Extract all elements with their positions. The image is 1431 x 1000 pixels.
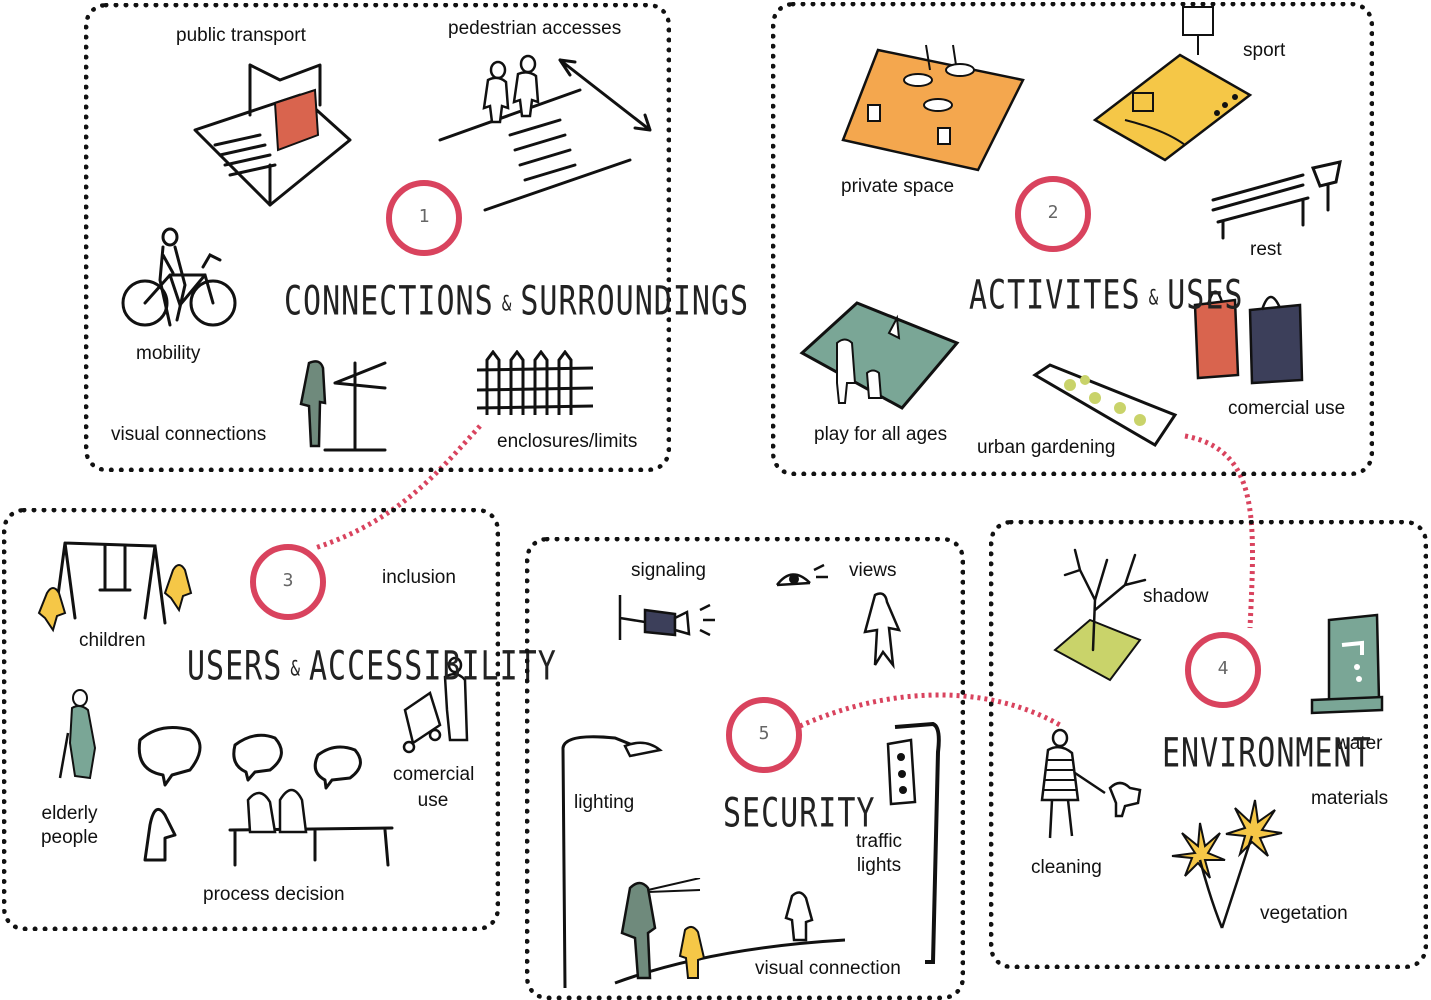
materials-label: materials <box>1311 788 1389 809</box>
connector-5-4 <box>798 692 1062 729</box>
circle-number-3-text: 3 <box>282 570 294 591</box>
private-space-label: private space <box>841 176 955 197</box>
visual-connections-label: visual connections <box>111 424 267 445</box>
panel-environment <box>989 520 1428 969</box>
pedestrian-accesses-label: pedestrian accesses <box>448 18 622 39</box>
connector-1-3 <box>314 424 482 551</box>
circle-number-4-text: 4 <box>1217 658 1229 679</box>
street-lamp-icon <box>561 735 663 988</box>
traffic-light-icon <box>886 722 941 964</box>
urban-gardening-label: urban gardening <box>977 437 1116 458</box>
private-space-icon <box>841 44 1025 172</box>
vegetation-flowers-icon <box>1171 799 1283 929</box>
sport-court-icon <box>1092 6 1253 162</box>
panel-2-title: ACTIVITES&USES <box>969 272 1243 319</box>
views-label: views <box>849 560 897 581</box>
visual-connection-label: visual connection <box>755 958 901 979</box>
panel-activities-uses <box>771 2 1374 476</box>
enclosures-limits-label: enclosures/limits <box>497 431 638 452</box>
elderly-people-label: elderly <box>37 802 102 826</box>
shadow-label: shadow <box>1143 586 1209 607</box>
traffic-lights-label-line2: lights <box>856 855 902 876</box>
shopping-trolley-icon <box>402 656 469 754</box>
panel-4-title: ENVIRONMENT <box>1162 730 1372 777</box>
circle-number-1-text: 1 <box>418 206 430 227</box>
children-label: children <box>79 630 146 651</box>
signaling-label: signaling <box>631 560 706 581</box>
circle-number-1: 1 <box>386 180 462 256</box>
cleaning-figure-icon <box>1040 728 1142 839</box>
connector-2-4 <box>1184 433 1255 629</box>
panel-2-title-a: ACTIVITES <box>969 272 1141 320</box>
comercial-label-line2: use <box>417 790 449 811</box>
circle-number-5-text: 5 <box>758 723 770 744</box>
elderly-people-label-2: people <box>37 826 102 850</box>
public-transport-label: public transport <box>176 25 306 46</box>
tree-shadow-icon <box>1053 548 1147 682</box>
urban-gardening-icon <box>1032 363 1178 448</box>
bench-icon <box>1211 160 1342 240</box>
rest-label: rest <box>1250 239 1282 260</box>
panel-3-title-b: ACCESSIBILITY <box>308 643 557 691</box>
cleaning-label: cleaning <box>1031 857 1102 878</box>
vegetation-label: vegetation <box>1260 903 1348 924</box>
mobility-label: mobility <box>136 343 201 364</box>
panel-1-title-a: CONNECTIONS <box>284 278 494 326</box>
elderly-people-label-line2: people <box>40 827 99 848</box>
panel-1-title: CONNECTIONS&SURROUNDINGS <box>284 278 749 325</box>
elderly-people-label-line1: elderly <box>41 803 98 824</box>
panel-1-title-b: SURROUNDINGS <box>520 278 750 326</box>
play-pool-icon <box>799 301 960 410</box>
water-tap-icon <box>1310 613 1384 715</box>
panel-5-title: SECURITY <box>723 790 876 837</box>
elderly-person-icon <box>58 689 97 780</box>
comercial-use-label: comercial use <box>1228 398 1346 419</box>
swing-children-icon <box>37 541 193 633</box>
circle-number-2-text: 2 <box>1047 202 1059 223</box>
panel-security <box>525 537 965 1000</box>
fence-icon <box>476 350 594 415</box>
panel-4-title-text: ENVIRONMENT <box>1162 730 1372 778</box>
eye-icon <box>776 563 828 587</box>
circle-number-3: 3 <box>250 544 326 620</box>
panel-1-title-amp: & <box>501 290 513 316</box>
circle-number-2: 2 <box>1015 176 1091 252</box>
shopping-bags-icon <box>1193 290 1304 385</box>
security-figures-icon <box>614 878 845 985</box>
circle-number-4: 4 <box>1185 632 1261 708</box>
visual-connection-figure-icon <box>299 360 387 452</box>
sport-label: sport <box>1243 40 1286 61</box>
process-decision-icon <box>137 726 394 867</box>
panel-2-title-amp: & <box>1148 284 1160 310</box>
panel-users-accessibility <box>2 508 500 931</box>
circle-number-5: 5 <box>726 697 802 773</box>
signaling-camera-icon <box>618 595 715 640</box>
comercial-label-line1: comercial <box>393 764 475 785</box>
panel-5-title-text: SECURITY <box>723 790 876 838</box>
bicycle-icon <box>121 227 237 327</box>
play-label: play for all ages <box>814 424 948 445</box>
panel-3-title: USERS&ACCESSIBILITY <box>187 643 557 690</box>
process-decision-label: process decision <box>203 884 345 905</box>
standing-figure-icon <box>863 592 902 670</box>
pedestrian-crossing-icon <box>438 54 652 212</box>
water-label: water <box>1336 733 1383 754</box>
public-transport-icon <box>193 63 352 207</box>
panel-connections-surroundings <box>84 3 671 472</box>
panel-3-title-amp: & <box>290 655 301 681</box>
lighting-label: lighting <box>574 792 635 813</box>
panel-2-title-b: USES <box>1167 272 1244 320</box>
inclusion-label: inclusion <box>382 567 456 588</box>
traffic-lights-label-line1: traffic <box>855 831 903 852</box>
panel-3-title-a: USERS <box>187 643 283 691</box>
